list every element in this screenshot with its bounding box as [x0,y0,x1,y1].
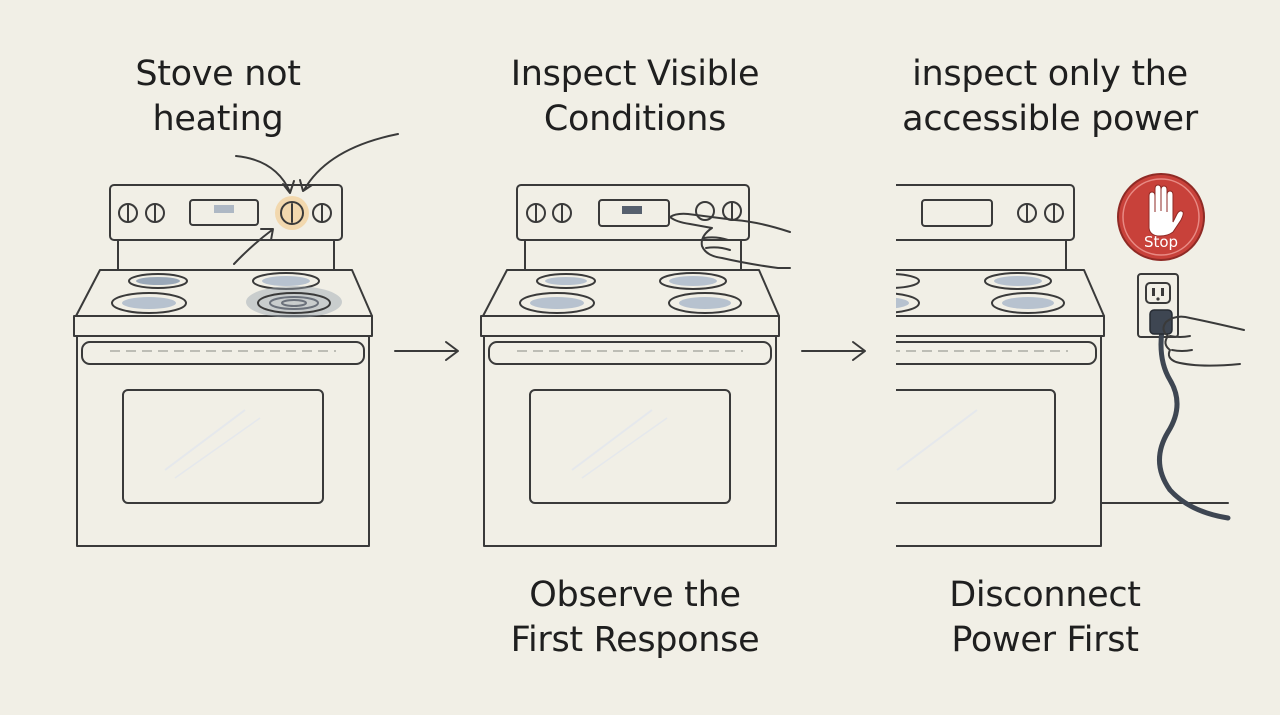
panel-3-bottom-caption: Disconnect Power First [949,575,1141,660]
stove-2-knob [526,203,546,223]
hand-stop-icon [1148,184,1184,237]
stove-2-knob [722,201,742,221]
stove-2-knob [552,203,572,223]
stove-1 [73,184,373,547]
panel-3-top-caption: inspect only the accessible power [902,54,1198,139]
stove-1-knob [118,203,138,223]
arrow-right-icon [801,341,866,361]
panel-2-bottom-caption: Observe the First Response [510,575,760,660]
stove-2 [480,184,780,547]
panel-2-top-caption: Inspect Visible Conditions [510,54,760,139]
hand-holding-plug [1162,315,1245,367]
arrow-right-icon [394,341,459,361]
stove-1-knob [145,203,165,223]
wall-outlet-icon [1137,273,1179,338]
hand-pointing-icon [669,212,791,269]
stove-3-knob [1017,203,1037,223]
stove-3 [896,184,1105,547]
stove-1-attention-arrows [233,133,399,265]
panel-1-top-caption: Stove not heating [135,54,301,139]
stove-1-knob [312,203,332,223]
stove-1-highlighted-knob [275,196,309,230]
stove-3-knob [1044,203,1064,223]
power-plug-icon [1149,309,1231,521]
stove-2-knob [695,201,715,221]
stop-sign-label: Stop [1144,233,1178,251]
stop-sign: Stop [1117,173,1205,261]
